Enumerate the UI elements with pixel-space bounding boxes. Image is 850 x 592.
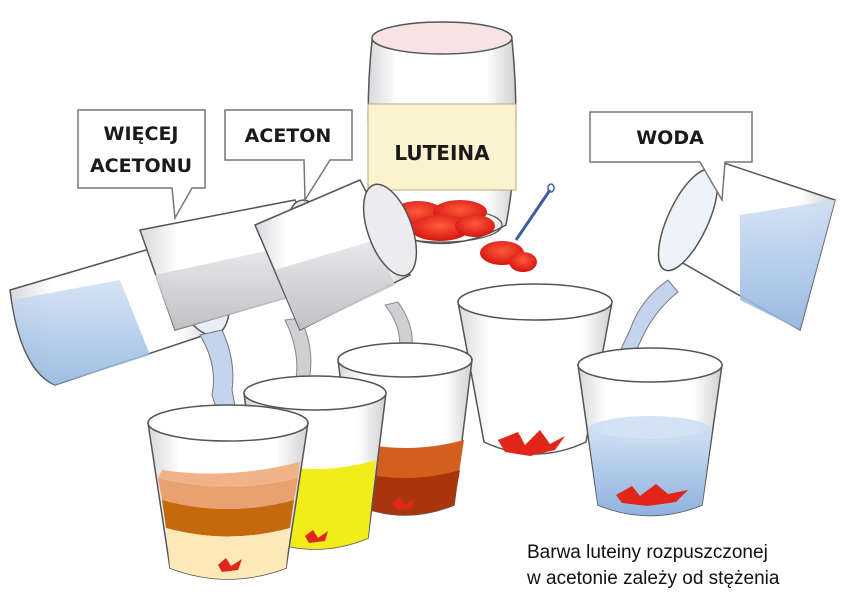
pitcher-water — [612, 160, 835, 378]
callout-acetone — [225, 110, 352, 200]
label-more-acetone-line1: WIĘCEJ — [104, 123, 179, 145]
pipette — [516, 184, 554, 240]
caption: Barwa luteiny rozpuszczonej w acetonie z… — [527, 540, 847, 592]
label-lutein: LUTEINA — [394, 141, 490, 165]
label-water: WODA — [636, 127, 704, 149]
caption-line-1: Barwa luteiny rozpuszczonej — [527, 540, 847, 566]
beaker-water — [578, 348, 722, 516]
beaker-layered — [148, 405, 308, 579]
caption-line-2: w acetonie zależy od stężenia — [527, 566, 847, 592]
label-more-acetone-line2: ACETONU — [90, 155, 192, 177]
label-acetone: ACETON — [245, 125, 332, 147]
